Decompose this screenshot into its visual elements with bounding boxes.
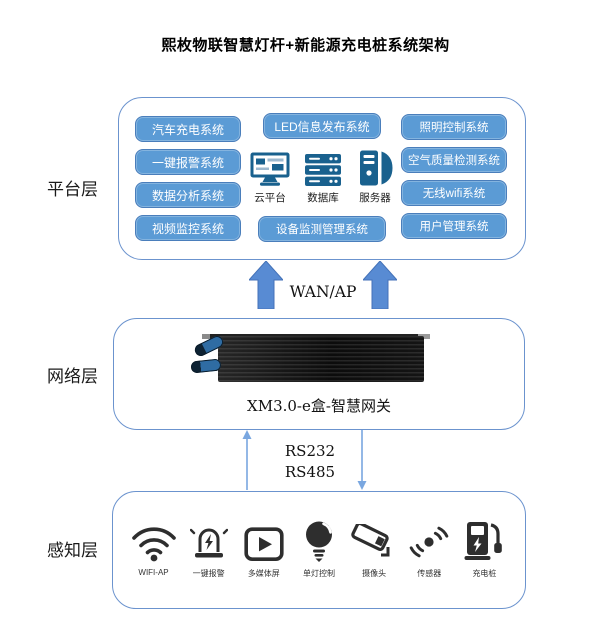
device-label: 充电桩	[472, 569, 497, 578]
sensor-icon	[409, 526, 449, 558]
perception-layer-label: 感知层	[47, 541, 98, 560]
device-charging-pile: 充电桩	[457, 519, 512, 579]
node-video-monitoring-system: 视频监控系统	[135, 215, 241, 241]
wifi-ap-icon	[131, 527, 176, 562]
device-label: 摄像头	[362, 569, 387, 578]
device-wifi-ap: WIFI-AP	[126, 519, 181, 579]
server-item: 服务器	[355, 149, 395, 205]
database-label: 数据库	[307, 192, 339, 204]
gateway-connector-icon	[190, 358, 222, 374]
charging-pile-icon	[464, 522, 503, 560]
wan-ap-label: WAN/AP	[289, 283, 357, 301]
server-label: 服务器	[359, 192, 391, 204]
diagram-title: 熙枚物联智慧灯杆+新能源充电桩系统架构	[161, 37, 450, 54]
device-label: WIFI-AP	[138, 568, 169, 577]
cloud-platform-label: 云平台	[254, 192, 286, 204]
device-sensor: 传感器	[402, 519, 457, 579]
device-camera: 摄像头	[347, 519, 402, 579]
device-multimedia-screen: 多媒体屏	[236, 519, 291, 579]
serial-arrows-icon	[242, 430, 367, 490]
database-item: 数据库	[302, 153, 344, 205]
node-device-monitoring-mgmt-system: 设备监测管理系统	[258, 216, 386, 242]
light-control-icon	[305, 521, 332, 562]
perception-devices-row: WIFI-AP 一键报警	[126, 519, 512, 579]
device-light-control: 单灯控制	[291, 519, 346, 579]
node-user-mgmt-system: 用户管理系统	[401, 213, 507, 239]
platform-layer-box: 汽车充电系统 一键报警系统 数据分析系统 视频监控系统 LED信息发布系统	[118, 97, 526, 260]
platform-icons-row: 云平台 数据库	[249, 149, 395, 205]
up-arrow-left-icon	[249, 261, 283, 309]
cloud-platform-icon	[250, 152, 290, 186]
node-one-key-alarm-system: 一键报警系统	[135, 149, 241, 175]
multimedia-screen-icon	[244, 527, 284, 562]
cloud-platform-item: 云平台	[249, 151, 291, 205]
device-label: 一键报警	[192, 569, 225, 578]
node-air-quality-system: 空气质量检测系统	[401, 147, 507, 173]
device-label: 多媒体屏	[247, 569, 280, 578]
platform-right-column: 照明控制系统 空气质量检测系统 无线wifi系统 用户管理系统	[401, 114, 507, 239]
node-car-charging-system: 汽车充电系统	[135, 116, 241, 142]
node-data-analysis-system: 数据分析系统	[135, 182, 241, 208]
database-icon	[305, 154, 341, 186]
perception-layer-box: WIFI-AP 一键报警	[112, 491, 526, 609]
alarm-icon	[189, 528, 228, 558]
gateway-device-image	[218, 336, 424, 382]
gateway-label: XM3.0-e盒-智慧网关	[247, 397, 391, 415]
server-icon	[360, 150, 393, 186]
network-layer-box: XM3.0-e盒-智慧网关	[113, 318, 525, 430]
platform-left-column: 汽车充电系统 一键报警系统 数据分析系统 视频监控系统	[135, 116, 241, 241]
rs485-label: RS485	[284, 463, 336, 481]
serial-protocol-labels: RS232 RS485	[280, 441, 340, 483]
node-lighting-control-system: 照明控制系统	[401, 114, 507, 140]
platform-layer-label: 平台层	[47, 180, 98, 199]
node-led-info-system: LED信息发布系统	[263, 113, 381, 139]
network-layer-label: 网络层	[47, 367, 98, 386]
up-arrow-right-icon	[363, 261, 397, 309]
rs232-label: RS232	[284, 442, 336, 460]
device-label: 传感器	[417, 569, 442, 578]
camera-icon	[351, 524, 390, 557]
device-one-key-alarm: 一键报警	[181, 519, 236, 579]
node-wifi-system: 无线wifi系统	[401, 180, 507, 206]
platform-center-column: LED信息发布系统 云平台	[247, 113, 397, 242]
device-label: 单灯控制	[302, 569, 335, 578]
